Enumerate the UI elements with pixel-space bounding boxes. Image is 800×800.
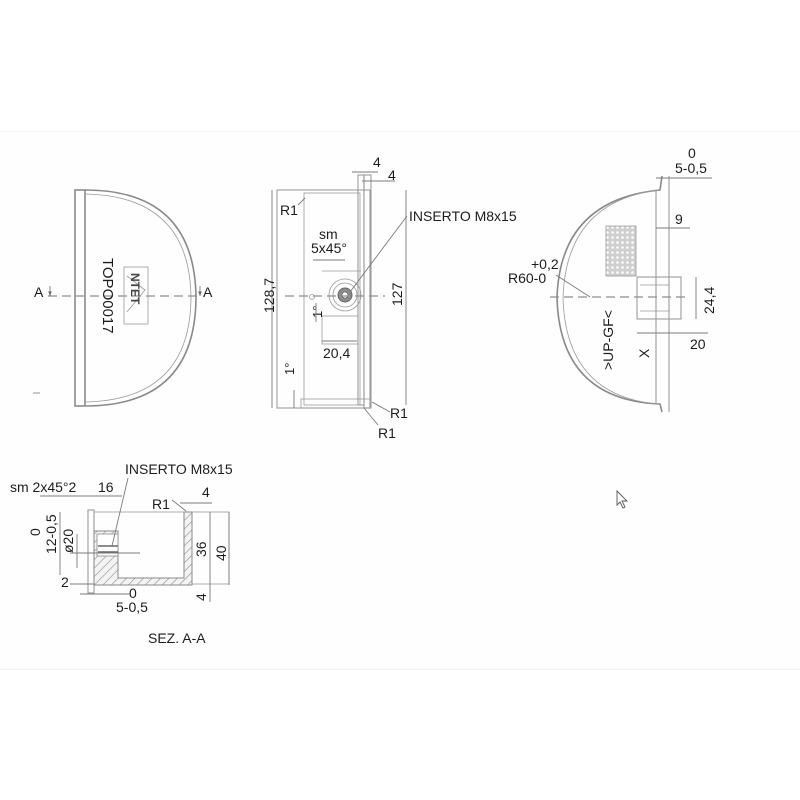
rear-view-arc-outer	[556, 175, 663, 413]
logo-frame	[123, 266, 149, 325]
dim-24-4: 24,4	[701, 287, 717, 314]
section-radius-leader	[171, 499, 187, 512]
insert-label: INSERTO M8x15	[409, 208, 517, 224]
radius-top: R1	[280, 202, 298, 218]
reflector-grid	[605, 225, 637, 277]
tol-left-lower: 12-0,5	[43, 514, 59, 554]
logo-text: NTET	[128, 273, 142, 305]
tol-top-lower: 5-0,5	[675, 160, 707, 176]
radius-leader	[555, 274, 591, 298]
section-view: INSERTO M8x15 sm 2x45°2 16 R1 4 0 12-0,5…	[10, 461, 233, 646]
chamfer-label: sm 2x45°2	[10, 479, 77, 495]
mouse-cursor-icon	[616, 489, 629, 509]
tol-bottom-upper: 0	[129, 585, 137, 601]
insert-leader	[349, 215, 408, 293]
radius-top-leader	[297, 197, 306, 206]
front-view: A A TOPO0017 NTET	[33, 189, 213, 407]
section-radius-label: R1	[152, 496, 170, 512]
insert-bore	[341, 291, 349, 299]
section-mark-left: A	[34, 284, 44, 300]
dim-40: 40	[213, 545, 229, 561]
rear-view: 0 5-0,5 9 +0,2 R60-0 24,4 20 >UP-GF< X	[508, 145, 717, 413]
height-outer: 128,7	[261, 278, 277, 313]
dim-20: 20	[690, 336, 706, 352]
angle-bottom: 1°	[282, 363, 297, 375]
section-caption: SEZ. A-A	[148, 630, 206, 646]
dim-top-1: 4	[373, 154, 381, 170]
chamfer-label-2: 5x45°	[311, 240, 347, 256]
insert-cavity	[96, 533, 119, 557]
radius-bottom-1: R1	[390, 405, 408, 421]
section-mark-right: A	[203, 284, 213, 300]
insert-boss-outer	[328, 278, 362, 312]
radius-tol-upper: +0,2	[531, 256, 559, 272]
height-inner: 127	[389, 282, 405, 306]
dim-4-top: 4	[202, 484, 210, 500]
radius-bottom-2: R1	[378, 425, 396, 441]
front-view-arc	[84, 189, 197, 407]
section-flange	[87, 509, 95, 594]
marking-text: >UP-GF<	[600, 310, 616, 370]
radius-label: R60-0	[508, 270, 546, 286]
section-insert-leader	[111, 477, 129, 547]
dim-36: 36	[193, 541, 209, 557]
radius-bottom-1-leader	[371, 401, 391, 413]
pocket	[321, 315, 359, 345]
side-view-base	[300, 398, 372, 409]
pocket-width: 20,4	[323, 345, 350, 361]
dia-label: ø20	[60, 529, 76, 553]
dim-2: 2	[61, 574, 69, 590]
insert-boss-mid	[332, 282, 358, 308]
dim-top-2: 4	[388, 167, 396, 183]
side-view-flange-1	[357, 174, 365, 406]
small-hole	[309, 294, 315, 300]
tol-top-upper: 0	[688, 145, 696, 161]
angle-small: 1°	[310, 306, 325, 318]
dim-4-bottom: 4	[193, 593, 209, 601]
section-insert-label: INSERTO M8x15	[125, 461, 233, 477]
front-view-arc-inner	[84, 193, 192, 403]
chamfer-label-1: sm	[319, 226, 338, 242]
side-view-inner	[303, 192, 361, 406]
radius-bottom-2-leader	[363, 407, 379, 426]
tol-left-upper: 0	[27, 528, 43, 536]
logo-chevron	[126, 275, 146, 313]
dim-9: 9	[675, 211, 683, 227]
side-view: 4 4 R1 INSERTO M8x15 sm 5x45° 128,7 127 …	[261, 154, 517, 441]
rear-view-arc-inner	[562, 189, 659, 405]
boss-rear	[636, 276, 682, 320]
tol-bottom-lower: 5-0,5	[116, 599, 148, 615]
part-code: TOPO0017	[99, 258, 116, 334]
dim-16: 16	[98, 479, 114, 495]
front-view-flange	[74, 189, 86, 407]
x-mark: X	[636, 348, 652, 358]
